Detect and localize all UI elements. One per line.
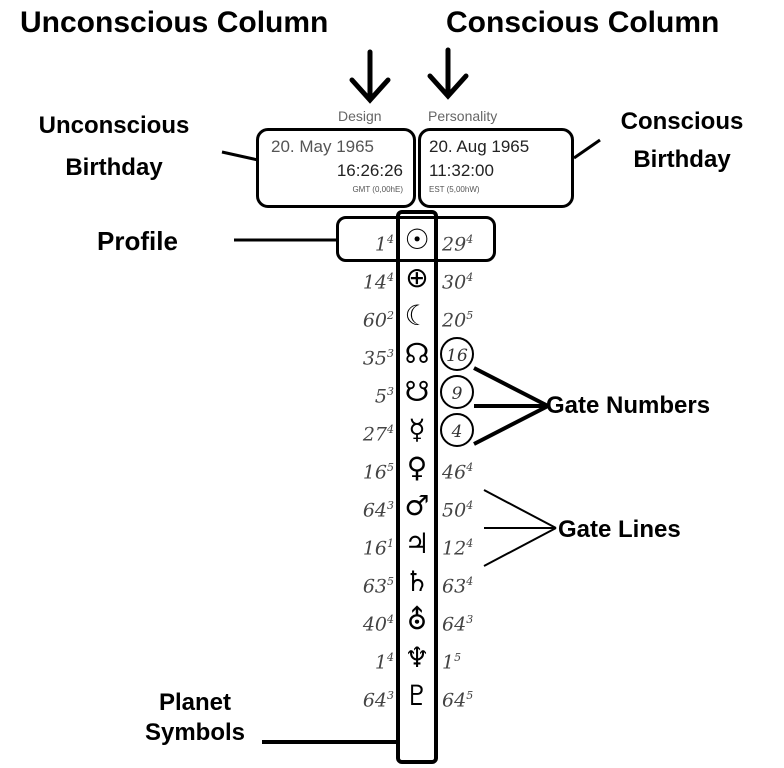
planet-symbols-label: Planet Symbols [130, 688, 260, 748]
personality-birth-box: 20. Aug 1965 11:32:00 EST (5,00hW) [418, 128, 574, 208]
design-gate-neptune: 14 [374, 651, 394, 674]
design-birth-box: 20. May 1965 16:26:26 GMT (0,00hE) [256, 128, 416, 208]
design-gate-north-node: 353 [362, 347, 394, 370]
design-gate-sun: 14 [374, 233, 394, 256]
gate-lines-label: Gate Lines [558, 516, 681, 543]
personality-gate-north-node: 16 [440, 337, 474, 371]
personality-gate-earth: 304 [442, 271, 474, 294]
personality-gate-saturn: 634 [442, 575, 474, 598]
conscious-birthday-label: Conscious Birthday [592, 106, 772, 176]
unconscious-birthday-label: Unconscious Birthday [14, 110, 214, 184]
unconscious-birthday-connector [221, 150, 259, 162]
personality-gate-sun: 294 [442, 233, 474, 256]
design-birth-zone: GMT (0,00hE) [352, 185, 403, 194]
design-birth-date: 20. May 1965 [271, 137, 375, 156]
personality-gate-jupiter: 124 [442, 537, 474, 560]
jupiter-icon: ♃ [404, 527, 430, 560]
sun-icon: ☉ [404, 223, 430, 256]
unconscious-birthday-line2: Birthday [65, 154, 163, 181]
personality-gate-venus: 464 [442, 461, 474, 484]
design-gate-mars: 643 [362, 499, 394, 522]
conscious-birthday-connector [573, 138, 601, 160]
planet-symbols-line2: Symbols [144, 719, 246, 746]
design-header: Design [338, 108, 382, 124]
design-gate-venus: 165 [362, 461, 394, 484]
personality-gate-south-node: 9 [440, 375, 474, 409]
profile-label: Profile [97, 226, 178, 256]
design-gate-uranus: 404 [362, 613, 394, 636]
personality-birth-zone: EST (5,00hW) [429, 185, 480, 194]
design-gate-saturn: 635 [362, 575, 394, 598]
design-gate-earth: 144 [362, 271, 394, 294]
gate-lines-connector-3 [483, 527, 557, 567]
personality-gate-mars: 504 [442, 499, 474, 522]
unconscious-birthday-line1: Unconscious [38, 112, 190, 139]
neptune-icon: ♆ [404, 641, 430, 674]
design-birth-time: 16:26:26 [336, 161, 403, 180]
personality-birth-time: 11:32:00 [429, 161, 494, 180]
design-gate-moon: 602 [362, 309, 394, 332]
mercury-icon: ☿ [408, 413, 426, 446]
uranus-icon: ⛢ [406, 603, 428, 636]
planet-column [396, 210, 438, 764]
design-gate-south-node: 53 [374, 385, 394, 408]
saturn-icon: ♄ [404, 565, 430, 598]
gate-lines-connector-1 [483, 489, 557, 529]
design-gate-mercury: 274 [362, 423, 394, 446]
personality-header: Personality [428, 108, 498, 124]
design-gate-pluto: 643 [362, 689, 394, 712]
conscious-arrow-head [427, 73, 469, 100]
personality-gate-pluto: 645 [442, 689, 474, 712]
earth-icon: ⊕ [405, 261, 429, 294]
unconscious-column-heading: Unconscious Column [20, 6, 329, 39]
personality-gate-uranus: 643 [442, 613, 474, 636]
profile-box [336, 216, 496, 262]
planet-symbols-line1: Planet [158, 689, 232, 716]
unconscious-arrow-head [349, 77, 391, 104]
pluto-icon: ♇ [404, 679, 430, 712]
gate-numbers-label: Gate Numbers [546, 392, 711, 419]
design-gate-jupiter: 161 [362, 537, 394, 560]
personality-gate-mercury: 4 [440, 413, 474, 447]
gate-numbers-connector-1 [473, 366, 549, 408]
conscious-birthday-line1: Conscious [620, 108, 744, 135]
personality-birth-date: 20. Aug 1965 [429, 137, 530, 156]
mars-icon: ♂ [404, 489, 430, 522]
venus-icon: ♀ [406, 451, 428, 484]
personality-gate-neptune: 15 [442, 651, 462, 674]
personality-gate-moon: 205 [442, 309, 474, 332]
gate-numbers-connector-3 [473, 404, 549, 446]
conscious-birthday-line2: Birthday [633, 146, 731, 173]
conscious-column-heading: Conscious Column [446, 6, 720, 39]
north-node-icon: ☊ [404, 337, 430, 370]
moon-icon: ☾ [404, 299, 430, 332]
south-node-icon: ☋ [404, 375, 430, 408]
